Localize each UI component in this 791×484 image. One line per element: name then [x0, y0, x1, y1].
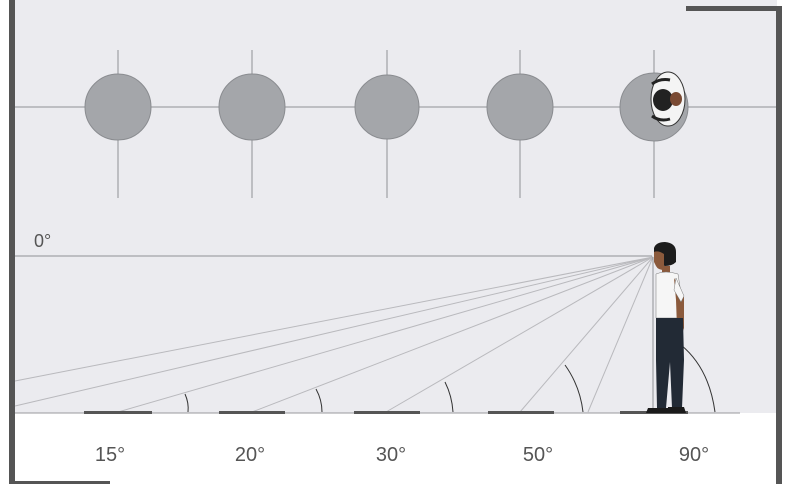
angle-arc-15	[184, 393, 189, 413]
horizon-label: 0°	[34, 231, 51, 251]
wall-background	[14, 0, 777, 413]
sight-line-70	[519, 256, 654, 413]
person-top-view-icon	[650, 71, 686, 127]
angle-label-20: 20°	[235, 444, 265, 466]
sight-line-80	[587, 256, 654, 413]
angle-label-15: 15°	[95, 444, 125, 466]
angle-label-30: 30°	[376, 444, 406, 466]
circle-20	[218, 73, 286, 141]
right-frame-bar	[776, 8, 782, 484]
floor-marker-20	[219, 411, 285, 414]
sight-line-15-b	[14, 256, 654, 407]
sight-line-15	[14, 256, 654, 382]
sight-lines	[14, 256, 654, 413]
top-right-frame-bar	[686, 6, 782, 11]
sight-line-30	[251, 256, 654, 413]
bottom-left-corner-mark	[14, 481, 110, 484]
floor-marker-30	[354, 411, 420, 414]
floor-area	[14, 413, 777, 484]
standing-person-icon	[646, 242, 686, 413]
sight-line-20	[117, 256, 654, 413]
angle-arc-50	[564, 364, 584, 413]
angle-label-50: 50°	[523, 444, 553, 466]
floor-marker-15	[84, 411, 152, 414]
angle-arc-90	[680, 344, 716, 413]
circles-row	[84, 50, 689, 198]
angle-label-90: 90°	[679, 444, 709, 466]
circle-30	[354, 74, 420, 140]
floor-marker-50	[488, 411, 554, 414]
angle-labels: 15° 20° 30° 50° 90°	[95, 444, 709, 466]
angle-arc-20	[315, 388, 323, 413]
angle-arc-30	[444, 381, 454, 413]
sight-line-50	[385, 256, 654, 413]
circle-50	[486, 73, 554, 141]
left-frame-bar	[9, 0, 15, 484]
circle-15	[84, 73, 152, 141]
angle-arcs	[184, 344, 716, 413]
